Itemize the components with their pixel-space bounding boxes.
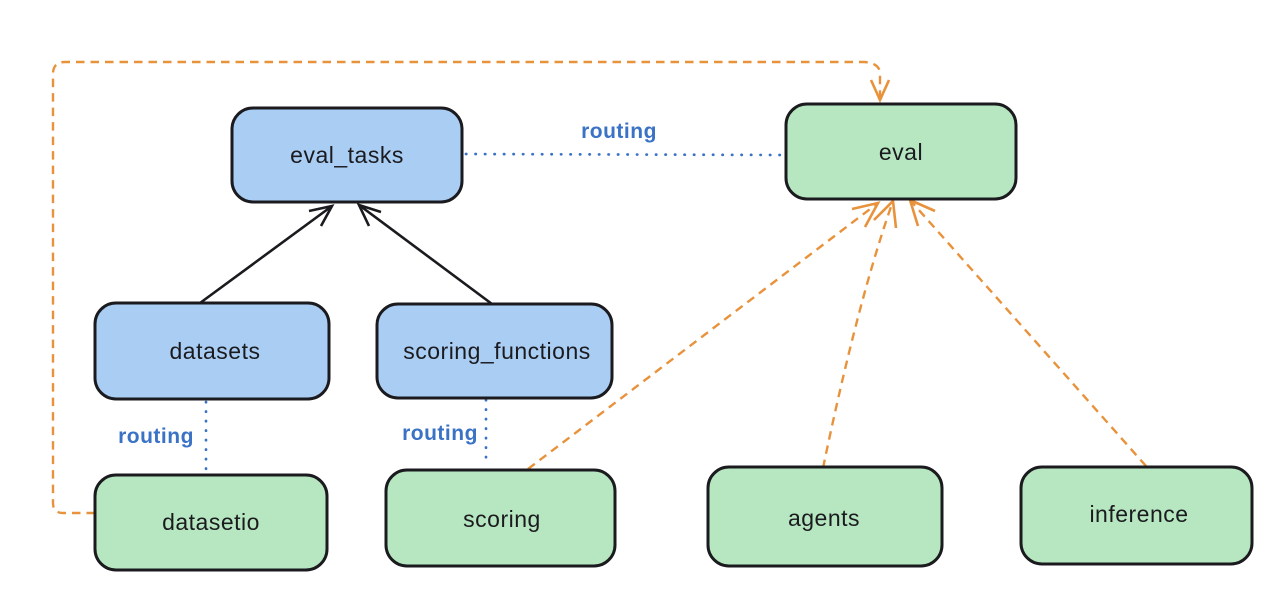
svg-text:datasetio: datasetio — [162, 509, 260, 535]
svg-text:routing: routing — [581, 120, 657, 143]
svg-text:scoring: scoring — [463, 506, 541, 532]
svg-text:routing: routing — [118, 425, 194, 448]
svg-text:routing: routing — [402, 422, 478, 445]
svg-text:datasets: datasets — [170, 338, 261, 364]
svg-text:inference: inference — [1089, 501, 1188, 527]
svg-text:scoring_functions: scoring_functions — [403, 338, 591, 364]
svg-text:agents: agents — [788, 505, 860, 531]
svg-text:eval: eval — [879, 139, 923, 165]
svg-text:eval_tasks: eval_tasks — [290, 142, 404, 168]
